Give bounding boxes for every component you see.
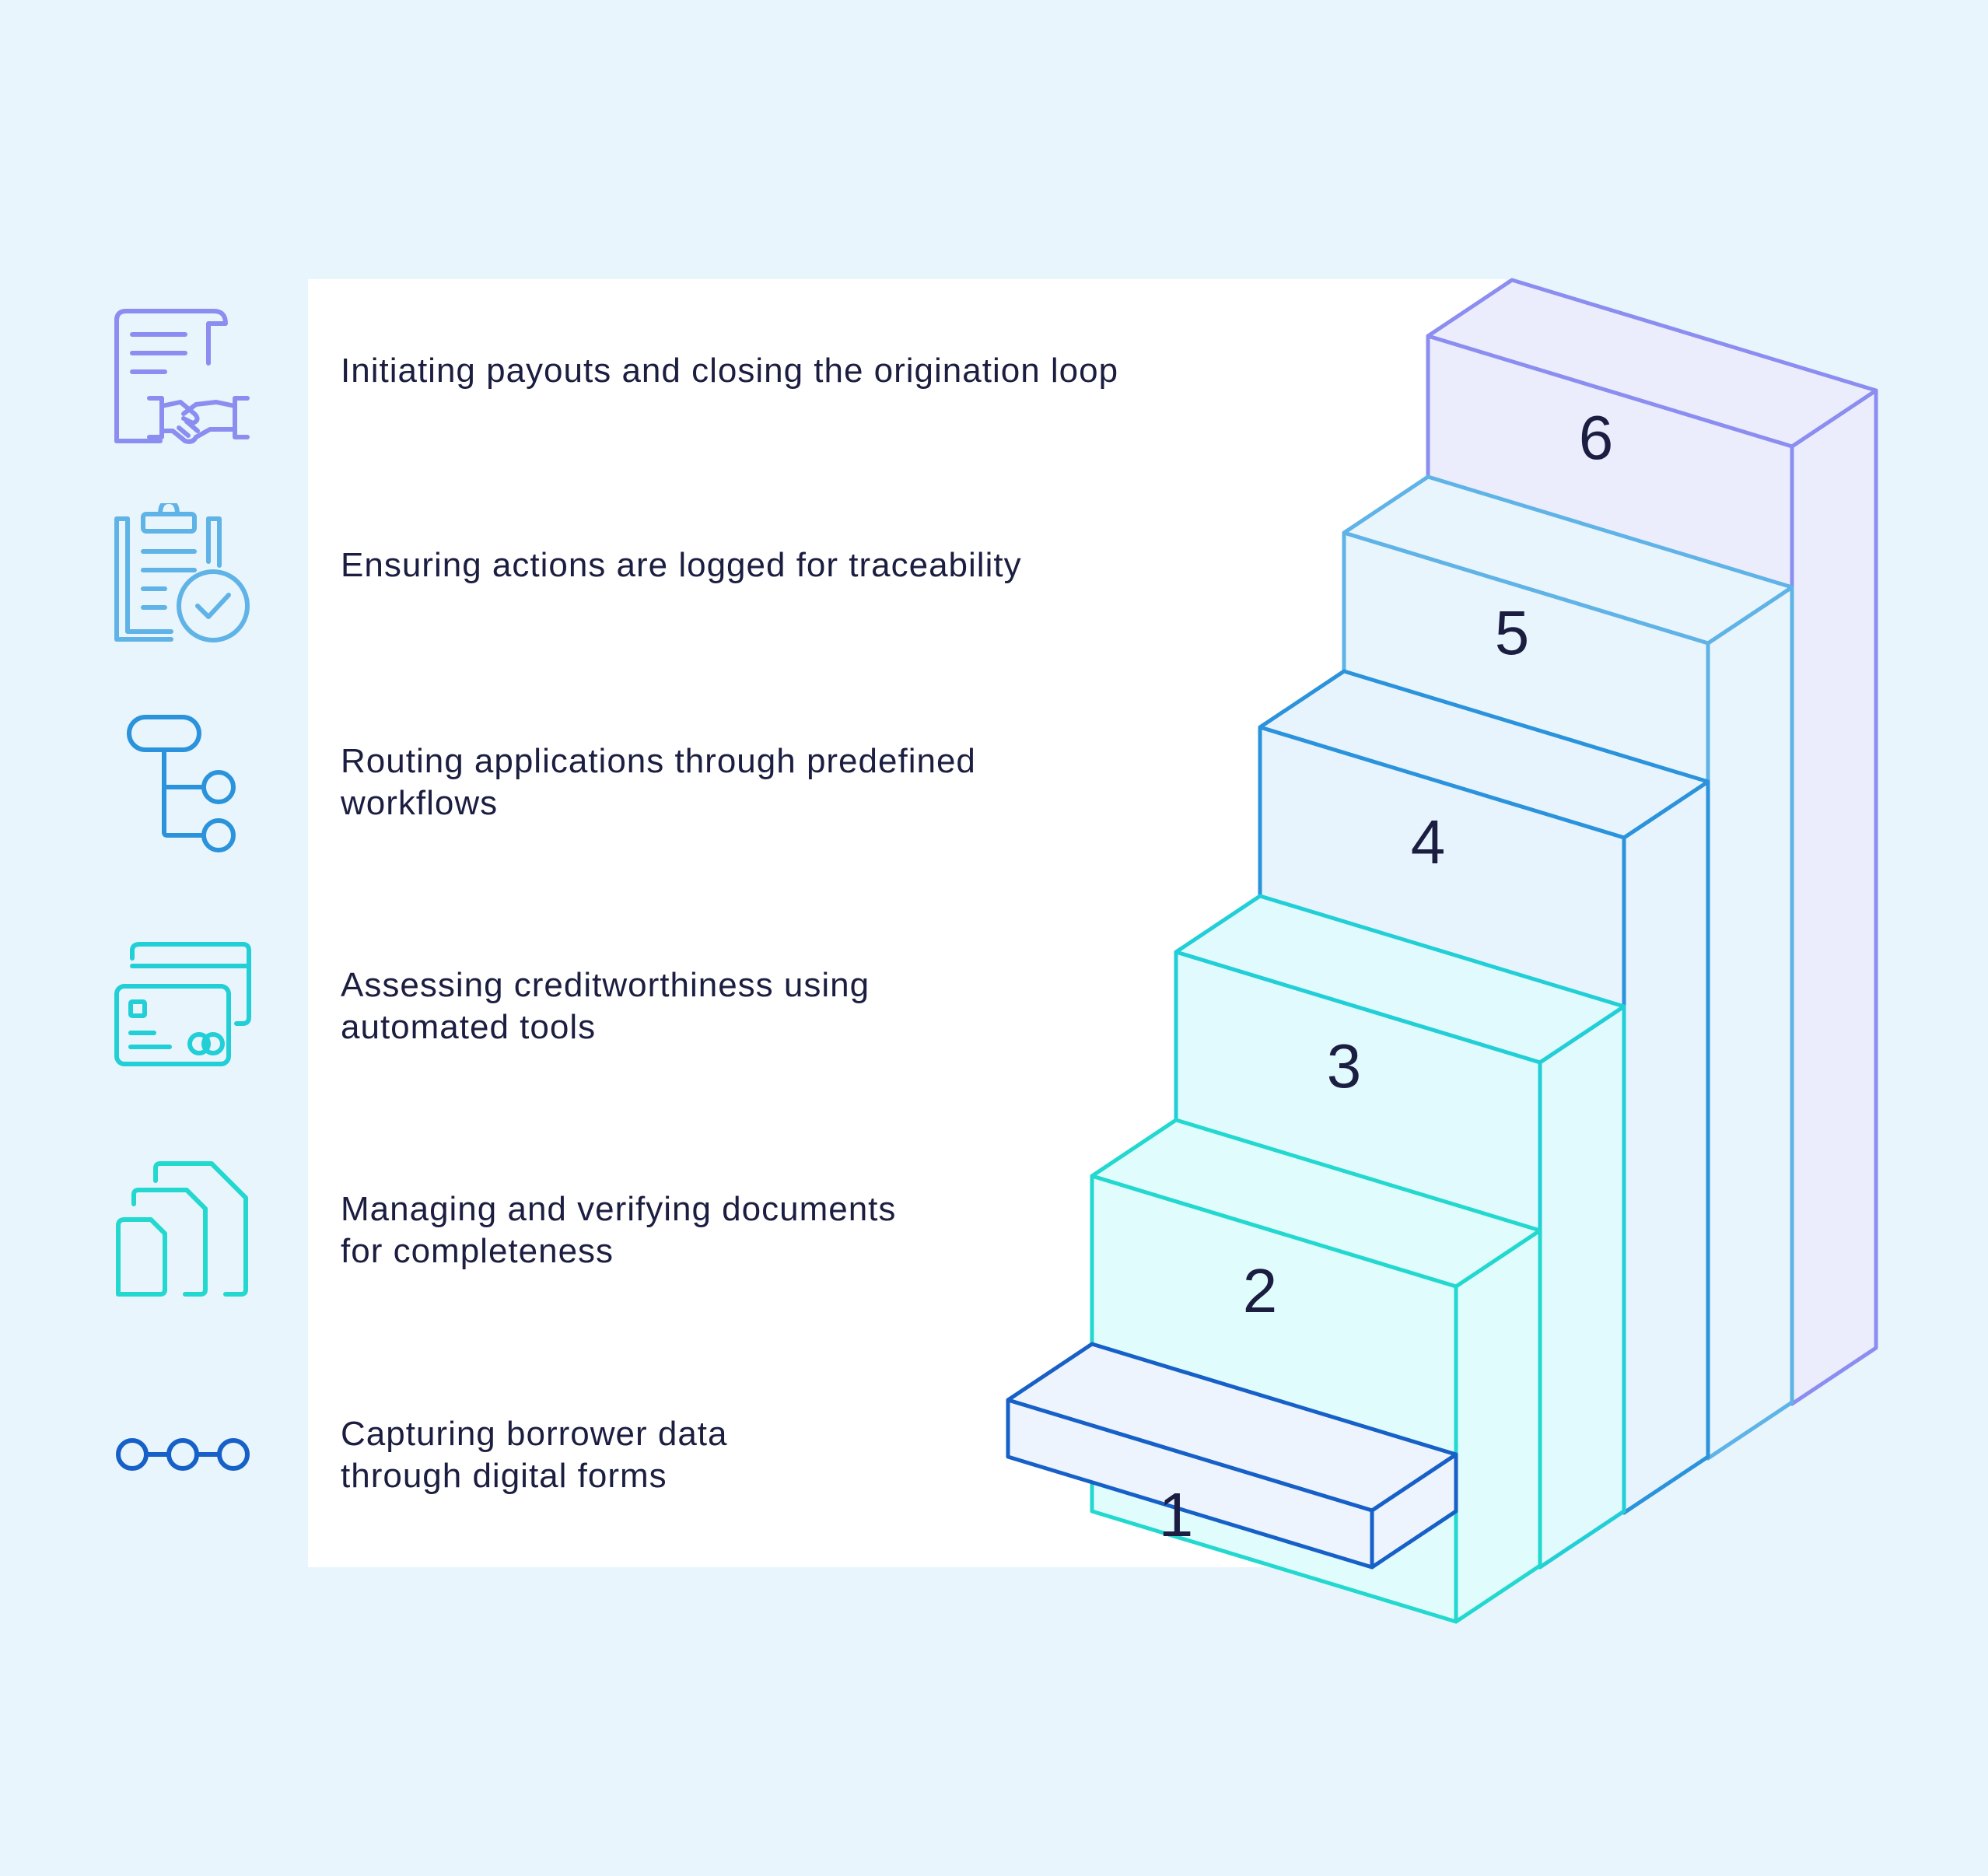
- step-2-text: Managing and verifying documents for com…: [341, 1188, 896, 1272]
- step-1-text: Capturing borrower data through digital …: [341, 1413, 727, 1497]
- stair-front-1: [1006, 1398, 1374, 1570]
- step-5-text: Ensuring actions are logged for traceabi…: [341, 544, 1022, 586]
- step-5-line-1: Ensuring actions are logged for traceabi…: [341, 546, 1022, 584]
- stair-side-6: [1790, 388, 1878, 1406]
- step-6-text: Initiating payouts and closing the origi…: [341, 350, 1118, 392]
- documents-stack-icon: [109, 1157, 257, 1305]
- step-4-text: Routing applications through predefined …: [341, 740, 976, 824]
- step-number-4: 4: [1411, 807, 1446, 877]
- step-number-6: 6: [1579, 403, 1614, 472]
- stair-side-2: [1454, 1228, 1542, 1624]
- step-3-text: Assessing creditworthiness using automat…: [341, 964, 870, 1048]
- step-3-line-2: automated tools: [341, 1008, 597, 1046]
- step-number-5: 5: [1495, 598, 1530, 667]
- step-1-line-2: through digital forms: [341, 1457, 667, 1495]
- step-2-line-2: for completeness: [341, 1232, 614, 1270]
- clipboard-check-icon: [109, 503, 257, 651]
- stair-block-1: 1: [1006, 1342, 1458, 1570]
- credit-cards-icon: [109, 940, 257, 1087]
- step-2-line-1: Managing and verifying documents: [341, 1190, 897, 1228]
- contract-handshake-icon: [109, 305, 257, 453]
- step-1-line-1: Capturing borrower data: [341, 1415, 728, 1453]
- step-number-1: 1: [1159, 1480, 1194, 1549]
- step-6-line-1: Initiating payouts and closing the origi…: [341, 352, 1119, 390]
- stair-side-3: [1538, 1004, 1626, 1570]
- step-number-2: 2: [1243, 1256, 1278, 1325]
- step-4-line-1: Routing applications through predefined: [341, 742, 976, 780]
- workflow-icon: [109, 708, 257, 856]
- stair-side-5: [1706, 585, 1794, 1461]
- connected-dots-icon: [109, 1381, 257, 1528]
- stair-side-4: [1622, 779, 1710, 1515]
- step-3-line-1: Assessing creditworthiness using: [341, 966, 870, 1004]
- step-4-line-2: workflows: [341, 784, 499, 822]
- step-number-3: 3: [1327, 1031, 1362, 1101]
